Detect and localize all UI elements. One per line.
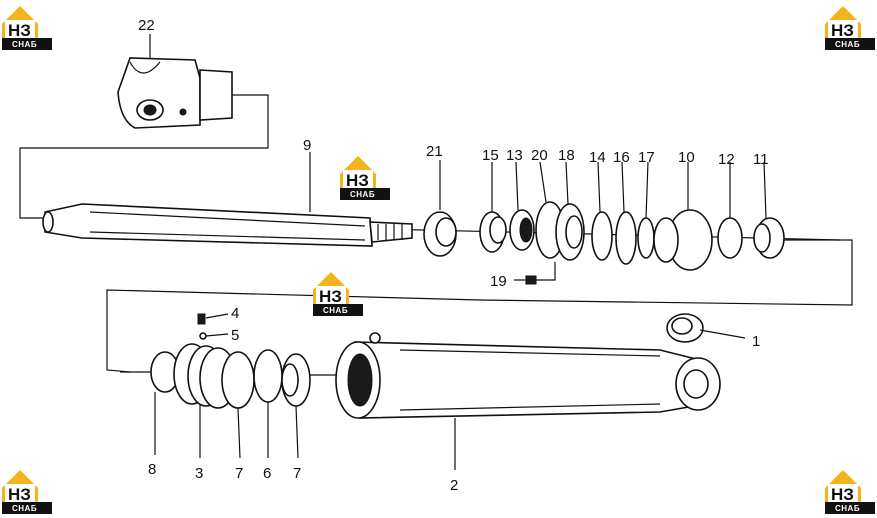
svg-text:НЗ: НЗ bbox=[8, 21, 31, 40]
callout-6: 6 bbox=[263, 465, 271, 482]
callout-14: 14 bbox=[589, 149, 606, 166]
callout-21: 21 bbox=[426, 143, 443, 160]
callout-13: 13 bbox=[506, 147, 523, 164]
watermark-logo-bottom-right: НЗ СНАБ bbox=[825, 470, 875, 514]
part-9-piston-rod bbox=[42, 152, 413, 247]
upper-ring-set bbox=[423, 160, 785, 271]
svg-text:СНАБ: СНАБ bbox=[835, 40, 860, 49]
watermark-logo-center-upper: НЗ СНАБ bbox=[340, 156, 390, 200]
svg-text:НЗ: НЗ bbox=[346, 171, 369, 190]
lower-ring-set bbox=[150, 313, 311, 459]
svg-text:НЗ: НЗ bbox=[319, 287, 342, 306]
part-1-bushing bbox=[666, 313, 746, 343]
callout-8: 8 bbox=[148, 461, 156, 478]
part-22-clevis bbox=[117, 34, 233, 129]
callout-12: 12 bbox=[718, 151, 735, 168]
svg-text:СНАБ: СНАБ bbox=[12, 504, 37, 513]
callout-5: 5 bbox=[231, 327, 239, 344]
svg-text:СНАБ: СНАБ bbox=[323, 306, 348, 315]
callout-1: 1 bbox=[752, 333, 760, 350]
watermark-logo-top-left: НЗ СНАБ bbox=[2, 6, 52, 50]
svg-text:НЗ: НЗ bbox=[831, 21, 854, 40]
callout-9: 9 bbox=[303, 137, 311, 154]
svg-text:НЗ: НЗ bbox=[8, 485, 31, 504]
part-2-cylinder-barrel bbox=[335, 332, 721, 470]
callout-4: 4 bbox=[231, 305, 239, 322]
callout-labels: 22 9 21 15 13 20 18 14 16 17 10 12 11 19… bbox=[138, 17, 769, 494]
watermark-logo-center-lower: НЗ СНАБ bbox=[313, 272, 363, 316]
callout-3: 3 bbox=[195, 465, 203, 482]
callout-16: 16 bbox=[613, 149, 630, 166]
callout-7-left: 7 bbox=[235, 465, 243, 482]
callout-18: 18 bbox=[558, 147, 575, 164]
svg-text:НЗ: НЗ bbox=[831, 485, 854, 504]
watermark-logo-bottom-left: НЗ СНАБ bbox=[2, 470, 52, 514]
callout-10: 10 bbox=[678, 149, 695, 166]
callout-19: 19 bbox=[490, 273, 507, 290]
callout-17: 17 bbox=[638, 149, 655, 166]
svg-text:СНАБ: СНАБ bbox=[835, 504, 860, 513]
callout-22: 22 bbox=[138, 17, 155, 34]
callout-7-right: 7 bbox=[293, 465, 301, 482]
callout-20: 20 bbox=[531, 147, 548, 164]
callout-15: 15 bbox=[482, 147, 499, 164]
callout-2: 2 bbox=[450, 477, 458, 494]
callout-11: 11 bbox=[753, 151, 769, 168]
part-19-screw bbox=[514, 262, 556, 285]
svg-text:СНАБ: СНАБ bbox=[12, 40, 37, 49]
watermark-logo-top-right: НЗ СНАБ bbox=[825, 6, 875, 50]
svg-text:СНАБ: СНАБ bbox=[350, 190, 375, 199]
